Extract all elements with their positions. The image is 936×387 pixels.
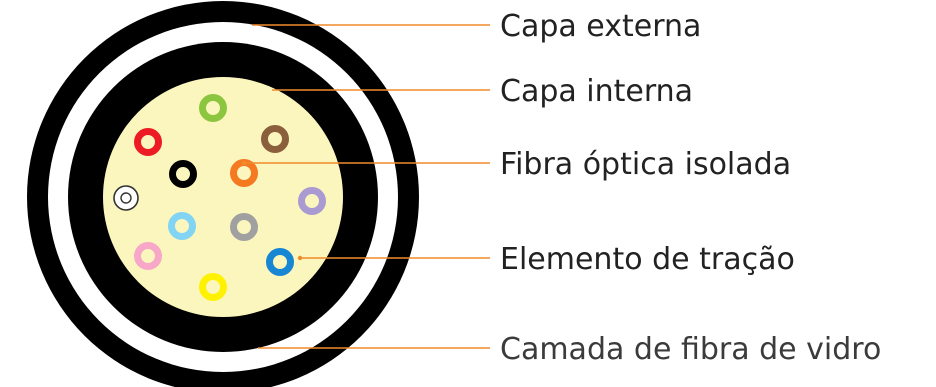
- fiber-red: [134, 128, 162, 156]
- fiber-light-blue: [168, 212, 196, 240]
- fiber-green: [199, 94, 227, 122]
- fiber-purple: [298, 187, 326, 215]
- label-strength-member: Elemento de tração: [500, 242, 795, 277]
- leader-lines: [244, 24, 490, 349]
- label-glass-fiber-layer: Camada de fibra de vidro: [500, 332, 881, 367]
- fiber-gray: [230, 213, 258, 241]
- fiber-pink: [134, 242, 162, 270]
- cable-cross-section: [27, 1, 419, 387]
- label-inner-jacket: Capa interna: [500, 74, 693, 109]
- leader-dot-strength-member: [297, 255, 303, 261]
- label-fiber: Fibra óptica isolada: [500, 147, 791, 182]
- fiber-black: [169, 160, 197, 188]
- label-outer-jacket: Capa externa: [500, 9, 701, 44]
- fiber-bundle: [113, 94, 326, 301]
- fiber-yellow: [199, 273, 227, 301]
- fiber-white-inner: [120, 192, 132, 204]
- labels: Capa externa Capa interna Fibra óptica i…: [500, 9, 881, 367]
- fiber-blue: [266, 248, 294, 276]
- leader-dot-fiber: [241, 160, 247, 166]
- fiber-brown: [261, 125, 289, 153]
- leader-dots: [241, 160, 303, 261]
